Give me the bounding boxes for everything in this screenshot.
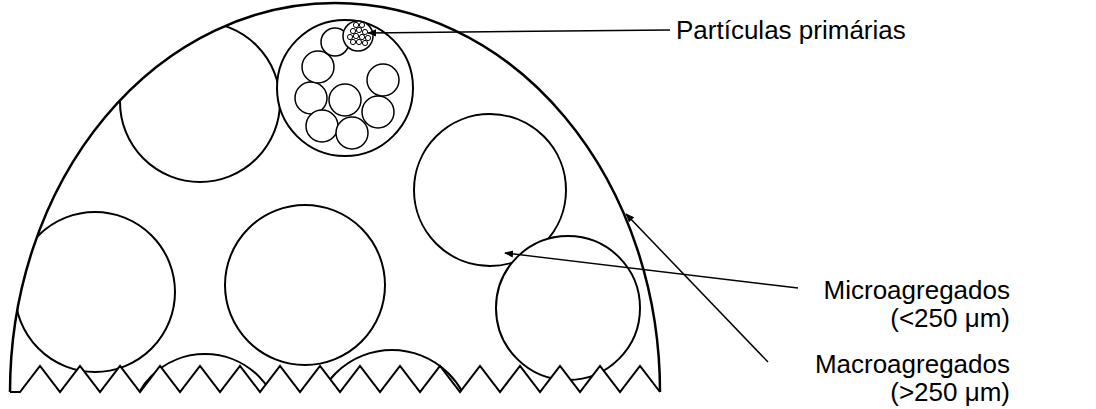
leader-line [626,214,768,362]
leader-lines [368,30,798,362]
broken-edge [10,366,660,392]
aggregate-label: Microagregados (<250 μm) [795,276,1010,332]
label-box: Microagregados (<250 μm) [795,276,1010,332]
label-box: Partículas primárias [676,16,1056,44]
aggregate-label: Macroagregados (>250 μm) [775,350,1010,406]
label-box: Macroagregados (>250 μm) [775,350,1010,406]
leader-line [505,253,798,288]
macroaggregate-outline [10,3,660,392]
particle-label: Partículas primárias [676,16,1056,44]
microaggregate-circles [15,20,640,409]
leader-line [368,30,670,33]
